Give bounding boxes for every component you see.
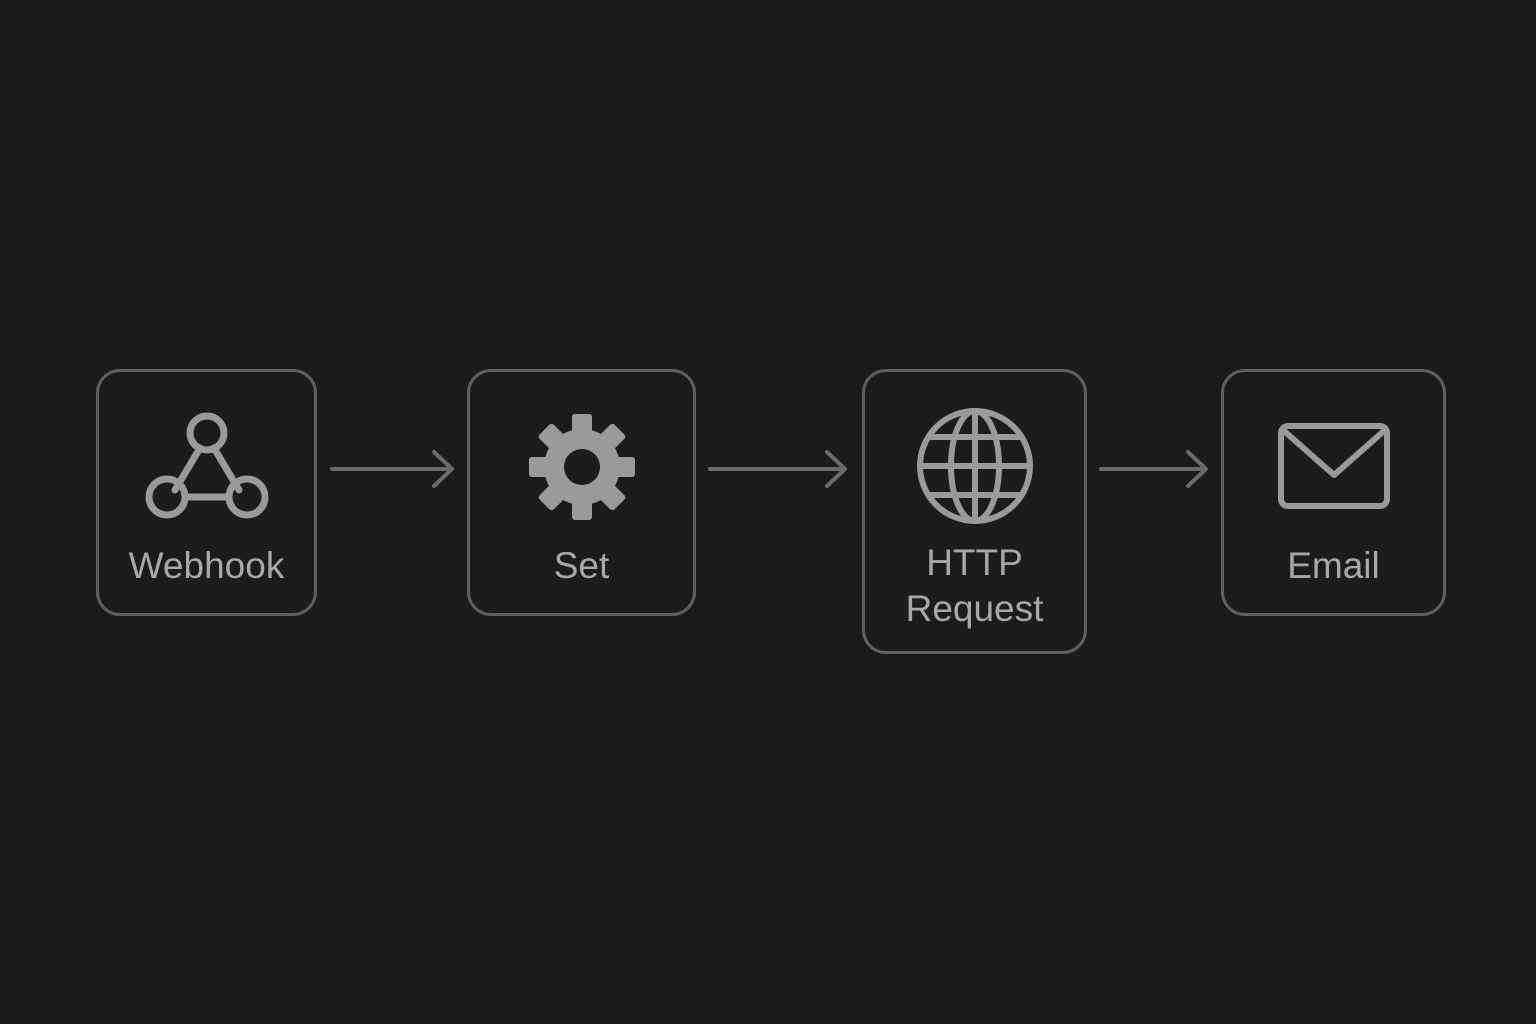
globe-icon — [916, 407, 1034, 525]
envelope-icon — [1277, 422, 1391, 510]
gear-icon — [528, 413, 636, 521]
webhook-icon — [145, 412, 269, 520]
set-node[interactable]: Set — [467, 369, 696, 616]
connector-arrow — [1099, 449, 1211, 489]
email-node[interactable]: Email — [1221, 369, 1446, 616]
webhook-node[interactable]: Webhook — [96, 369, 317, 616]
connector-arrow — [330, 449, 458, 489]
node-label: Email — [1287, 545, 1380, 586]
node-label: Webhook — [128, 545, 285, 586]
connector-arrow — [708, 449, 850, 489]
http-request-node[interactable]: HTTP Request — [862, 369, 1087, 654]
node-label: HTTP Request — [905, 542, 1044, 629]
node-label: Set — [553, 545, 610, 586]
